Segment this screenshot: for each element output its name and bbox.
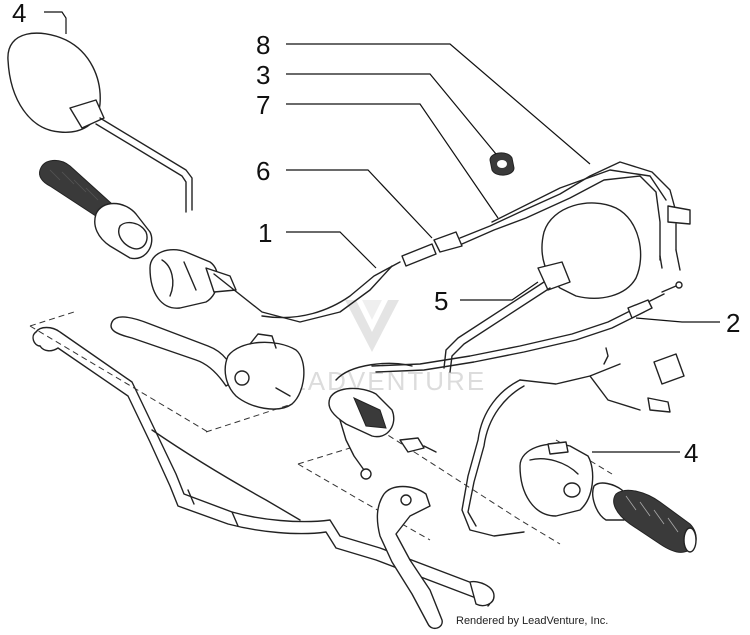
- callout-numbers: 4 8 3 7 6 1 5 2 4: [12, 0, 740, 468]
- leader-lines: [44, 11, 720, 453]
- callout-6: 6: [256, 156, 270, 186]
- leader-7: [286, 103, 499, 219]
- watermark: LEADVENTURE: [272, 300, 486, 396]
- cable-two: [371, 281, 683, 373]
- handlebar: [32, 326, 495, 607]
- callout-4-right: 4: [684, 438, 698, 468]
- right-switch: [519, 441, 594, 517]
- left-lever: [110, 316, 305, 410]
- leader-6: [286, 169, 433, 239]
- left-switch: [149, 249, 393, 323]
- right-lever: [376, 485, 443, 630]
- leader-4-left: [44, 11, 67, 34]
- left-grip: [39, 160, 153, 260]
- watermark-logo: [345, 300, 399, 352]
- callout-7: 7: [256, 90, 270, 120]
- leader-5: [460, 281, 539, 301]
- leader-8: [286, 43, 591, 165]
- right-harness: [461, 347, 685, 537]
- callout-1: 1: [258, 218, 272, 248]
- watermark-text: LEADVENTURE: [272, 366, 486, 396]
- cable-bundle: [261, 161, 691, 319]
- callout-4-left: 4: [12, 0, 26, 28]
- left-mirror: [7, 32, 193, 213]
- right-mirror: [443, 202, 642, 373]
- center-switch: [328, 362, 437, 480]
- callout-8: 8: [256, 30, 270, 60]
- leader-2: [635, 317, 720, 323]
- cable-clip: [489, 152, 515, 176]
- right-grip: [592, 482, 697, 553]
- leader-1: [286, 231, 377, 269]
- callout-3: 3: [256, 60, 270, 90]
- dashed-guides: [29, 311, 613, 545]
- callout-5: 5: [434, 286, 448, 316]
- callout-2: 2: [726, 308, 740, 338]
- credit-text: Rendered by LeadVenture, Inc.: [456, 615, 608, 627]
- leader-3: [286, 73, 497, 155]
